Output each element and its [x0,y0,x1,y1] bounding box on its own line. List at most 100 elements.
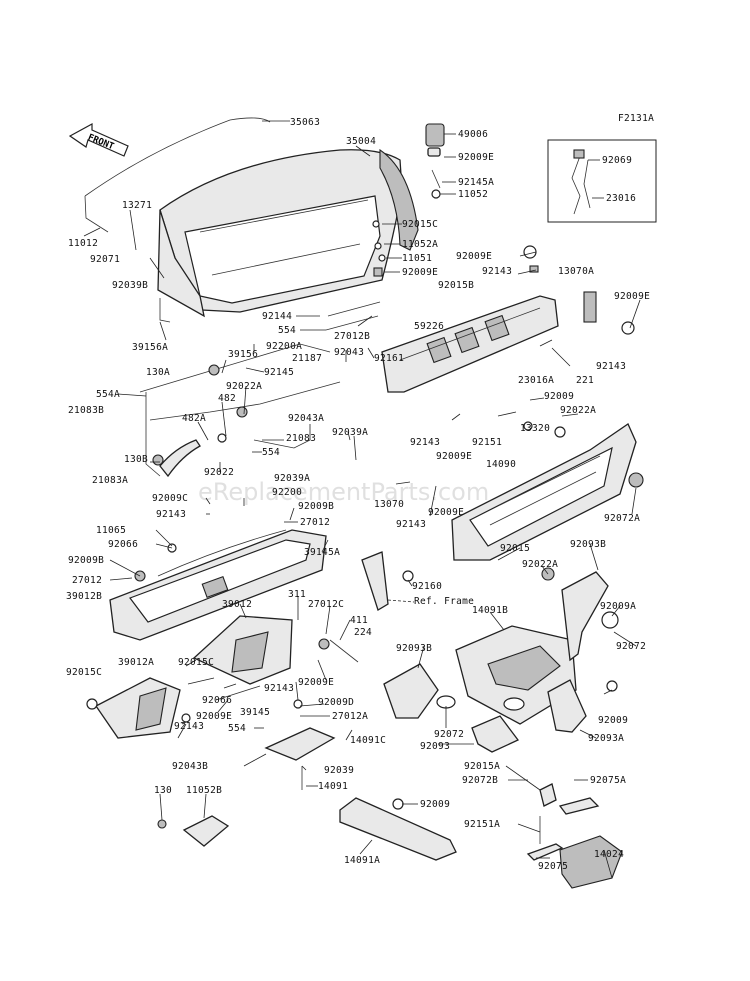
part-label: 92072B [462,775,498,786]
front-direction-arrow: FRONT [68,122,129,157]
part-label: 35004 [346,136,376,147]
part-label: 92009E [298,677,334,688]
part-label: 27012 [72,575,102,586]
part-label: 14091A [344,855,380,866]
part-label: 482A [182,413,206,424]
part-labels: 35063 35004 49006 92009E 92145A 11052 92… [66,117,650,872]
part-label: 92015A [464,761,500,772]
part-label: 221 [576,375,594,386]
part-label: 92022A [560,405,596,416]
part-label: 411 [350,615,368,626]
part-label: 11051 [402,253,432,264]
dash-panel [381,291,635,393]
part-label: 11012 [68,238,98,249]
part-label: 92009B [298,501,334,512]
part-label: 130A [146,367,170,378]
right-side-tray [451,421,644,561]
part-label: 39156A [132,342,168,353]
part-label: 92039 [324,765,354,776]
part-label: 92015B [438,280,474,291]
part-label: 11052A [402,239,438,250]
part-label: 92039B [112,280,148,291]
part-label: 92143 [410,437,440,448]
part-label: 27012C [308,599,344,610]
part-label: 23016 [606,193,636,204]
part-label: 92015C [66,667,102,678]
part-label: 39012 [222,599,252,610]
part-label: 92009C [152,493,188,504]
part-label: 92009D [318,697,354,708]
ref-frame-bracket: Ref. Frame [361,551,474,611]
part-label: 39145 [240,707,270,718]
part-label: 92200 [272,487,302,498]
part-label: 11065 [96,525,126,536]
part-label: 92161 [374,353,404,364]
part-label: 49006 [458,129,488,140]
part-label: 92093A [588,733,624,744]
part-label: 14091C [350,735,386,746]
part-label: 92043 [334,347,364,358]
part-label: 92143 [174,721,204,732]
part-label: 13070 [374,499,404,510]
fastener-group-top [325,220,539,331]
part-label: 130 [154,785,172,796]
part-label: 92071 [90,254,120,265]
part-label: 27012B [334,331,370,342]
part-label: 92009 [420,799,450,810]
linkage-assembly [139,343,341,478]
bottom-long-plate [301,766,457,861]
part-label: 92039A [274,473,310,484]
part-label: 92072 [616,641,646,652]
part-label: 21187 [292,353,322,364]
part-label: 92009E [456,251,492,262]
part-label: 92143 [156,509,186,520]
part-label: 92009E [428,507,464,518]
part-label: 39156 [228,349,258,360]
part-label: 35063 [290,117,320,128]
part-label: 11052 [458,189,488,200]
part-label: 92039A [332,427,368,438]
part-label: 92015C [178,657,214,668]
center-lower-parts [157,638,359,847]
part-label: 92093 [420,741,450,752]
harness-inset [547,139,657,223]
lower-left-panels [86,615,293,739]
part-label: 39012A [118,657,154,668]
part-label: 14090 [486,459,516,470]
part-label: 27012 [300,517,330,528]
part-label: 92143 [596,361,626,372]
part-label: 92009E [614,291,650,302]
part-label: 39145A [304,547,340,558]
part-label: 13070A [558,266,594,277]
watermark: eReplacementParts.com [198,478,489,506]
part-label: 39012B [66,591,102,602]
part-label: 92145 [264,367,294,378]
part-label: 92009A [600,601,636,612]
part-label: 59226 [414,321,444,332]
part-label: 92143 [396,519,426,530]
part-label: 92143 [264,683,294,694]
part-label: 92009 [544,391,574,402]
part-label: 11052B [186,785,222,796]
figure-code: F2131A [618,113,654,124]
part-label: 92009E [402,267,438,278]
part-label: 224 [354,627,372,638]
part-label: 92066 [108,539,138,550]
part-label: 92043B [172,761,208,772]
part-label: 554 [278,325,296,336]
part-label: 92009 [598,715,628,726]
battery-and-straps [526,783,623,889]
part-label: 92075 [538,861,568,872]
part-label: 92200A [266,341,302,352]
part-label: 92093B [570,539,606,550]
ref-frame-label: Ref. Frame [414,596,474,607]
part-label: 13271 [122,200,152,211]
part-label: 21083B [68,405,104,416]
part-label: 92145A [458,177,494,188]
left-storage-tray [109,529,327,641]
part-label: 554 [228,723,246,734]
part-label: 92151 [472,437,502,448]
part-label: 92075A [590,775,626,786]
